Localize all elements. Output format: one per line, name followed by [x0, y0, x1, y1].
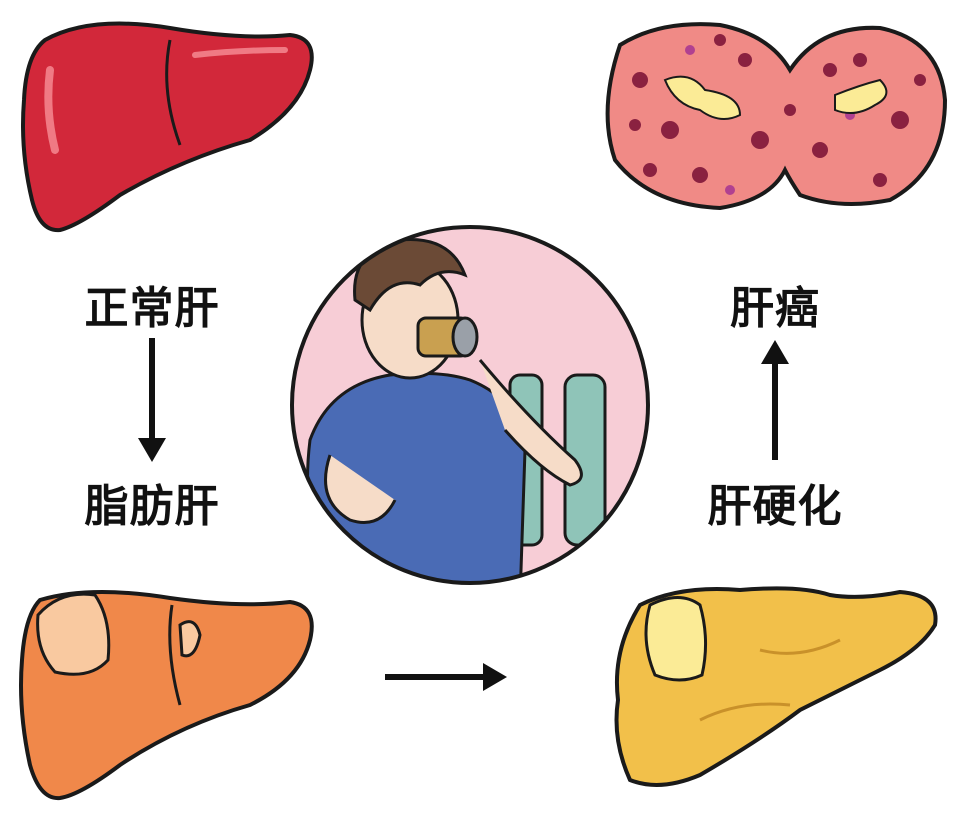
label-cirrhosis: 肝硬化 — [707, 481, 843, 532]
arrow-up — [761, 340, 789, 460]
arrow-right — [385, 663, 507, 691]
arrow-down — [138, 338, 166, 462]
normal-liver-illustration — [21, 21, 314, 233]
liver-cancer-illustration — [605, 22, 948, 211]
label-liver-cancer: 肝癌 — [730, 283, 820, 334]
cirrhosis-liver-illustration — [614, 586, 938, 787]
label-fatty-liver: 脂肪肝 — [84, 481, 220, 532]
label-normal-liver: 正常肝 — [84, 283, 220, 334]
fatty-liver-illustration — [19, 590, 314, 801]
drinking-man-illustration — [290, 225, 650, 585]
